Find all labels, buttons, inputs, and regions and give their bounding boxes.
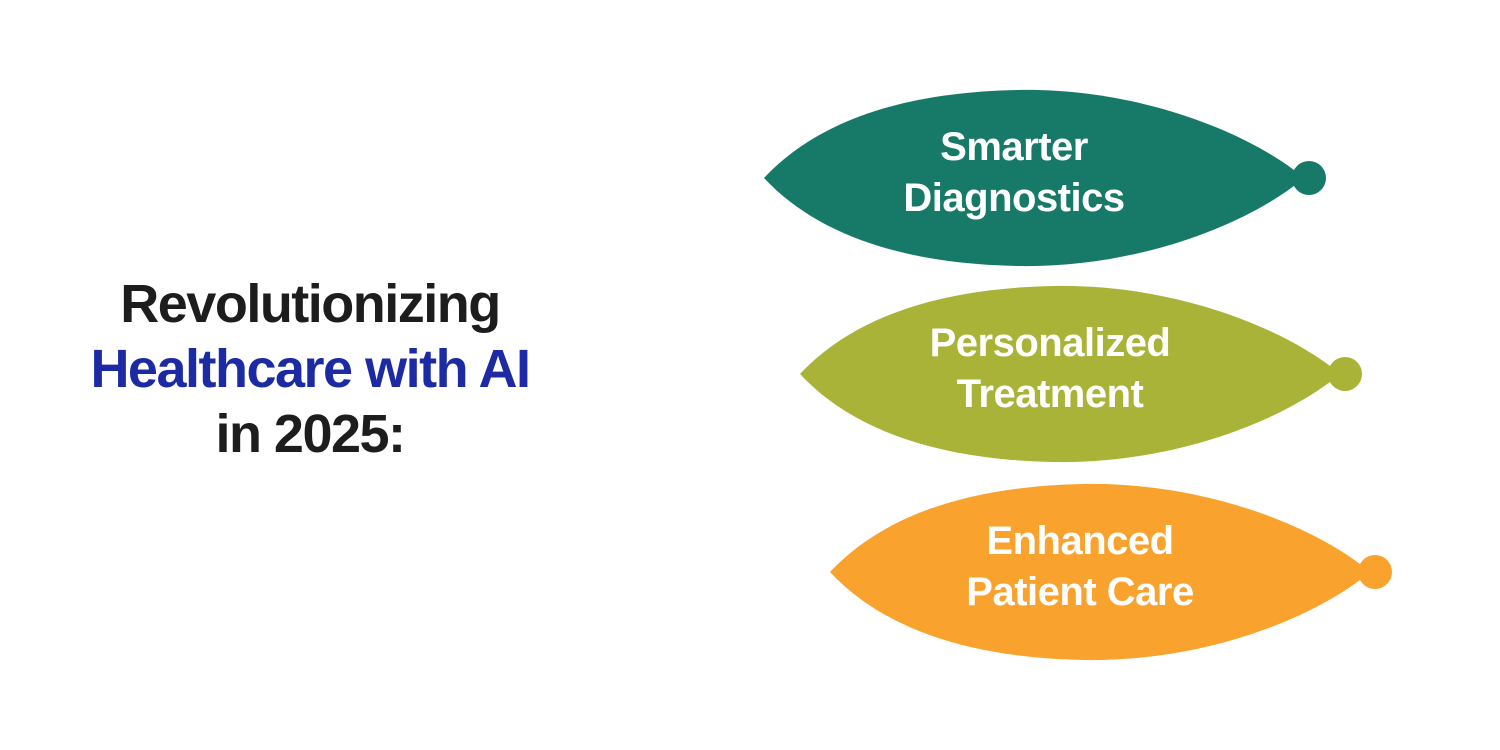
leaf-shape-icon <box>800 285 1362 463</box>
leaf-body <box>764 89 1304 267</box>
title-line-2: Healthcare with AI <box>90 339 531 399</box>
leaf-item-smarter-diagnostics: Smarter Diagnostics <box>762 88 1342 268</box>
leaf-label: Smarter Diagnostics <box>762 83 1266 263</box>
leaf-label: Personalized Treatment <box>798 279 1302 459</box>
leaf-label-line-2: Patient Care <box>966 570 1194 614</box>
leaf-label-line-1: Smarter <box>940 125 1088 169</box>
leaf-item-personalized-treatment: Personalized Treatment <box>798 284 1378 464</box>
leaf-label: Enhanced Patient Care <box>828 477 1332 657</box>
leaf-body <box>800 285 1340 463</box>
leaf-shape-icon <box>764 89 1326 267</box>
leaf-tip-dot-icon <box>1358 555 1392 589</box>
title-line-1: Revolutionizing <box>120 274 501 334</box>
leaf-tip-dot-icon <box>1292 161 1326 195</box>
leaf-label-line-2: Treatment <box>956 372 1144 416</box>
leaf-item-enhanced-patient-care: Enhanced Patient Care <box>828 482 1408 662</box>
leaf-label-line-2: Diagnostics <box>903 176 1125 220</box>
leaf-shape-icon <box>830 483 1392 661</box>
leaf-label-line-1: Enhanced <box>986 519 1174 563</box>
leaf-tip-dot-icon <box>1328 357 1362 391</box>
leaf-body <box>830 483 1370 661</box>
title-line-3: in 2025: <box>215 404 406 464</box>
page-title: Revolutionizing Healthcare with AI in 20… <box>15 272 605 467</box>
leaf-label-line-1: Personalized <box>929 321 1171 365</box>
